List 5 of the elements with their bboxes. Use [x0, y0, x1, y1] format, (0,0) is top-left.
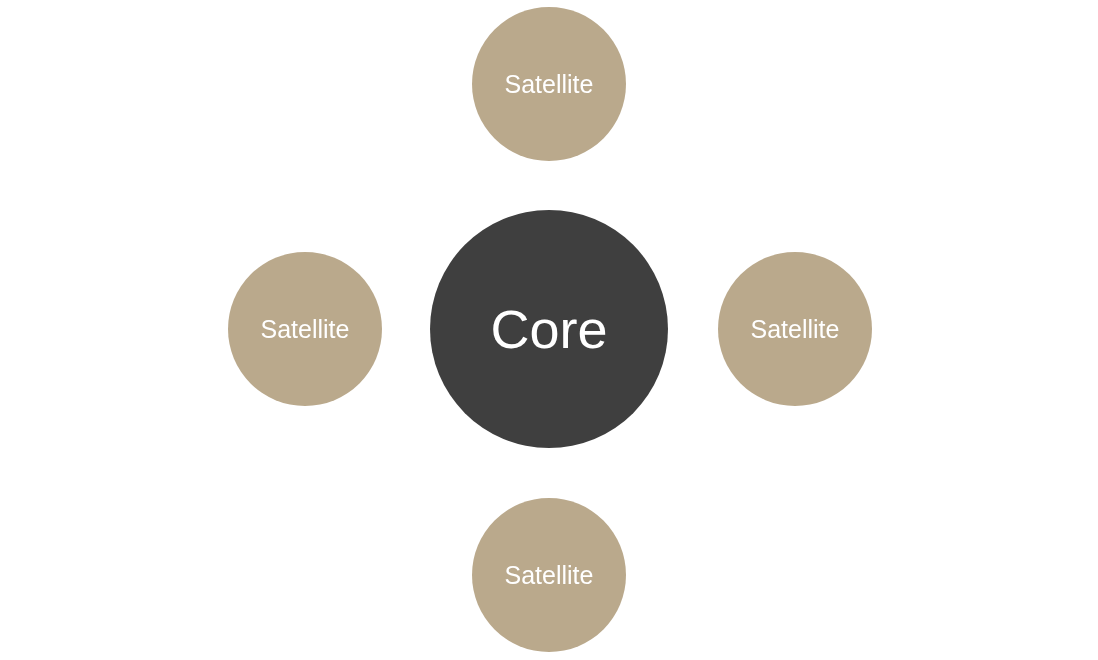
node-label: Satellite — [504, 560, 594, 590]
node-label: Satellite — [750, 314, 840, 344]
node-label: Core — [490, 298, 608, 360]
node-label: Satellite — [260, 314, 350, 344]
node-label: Satellite — [504, 69, 594, 99]
